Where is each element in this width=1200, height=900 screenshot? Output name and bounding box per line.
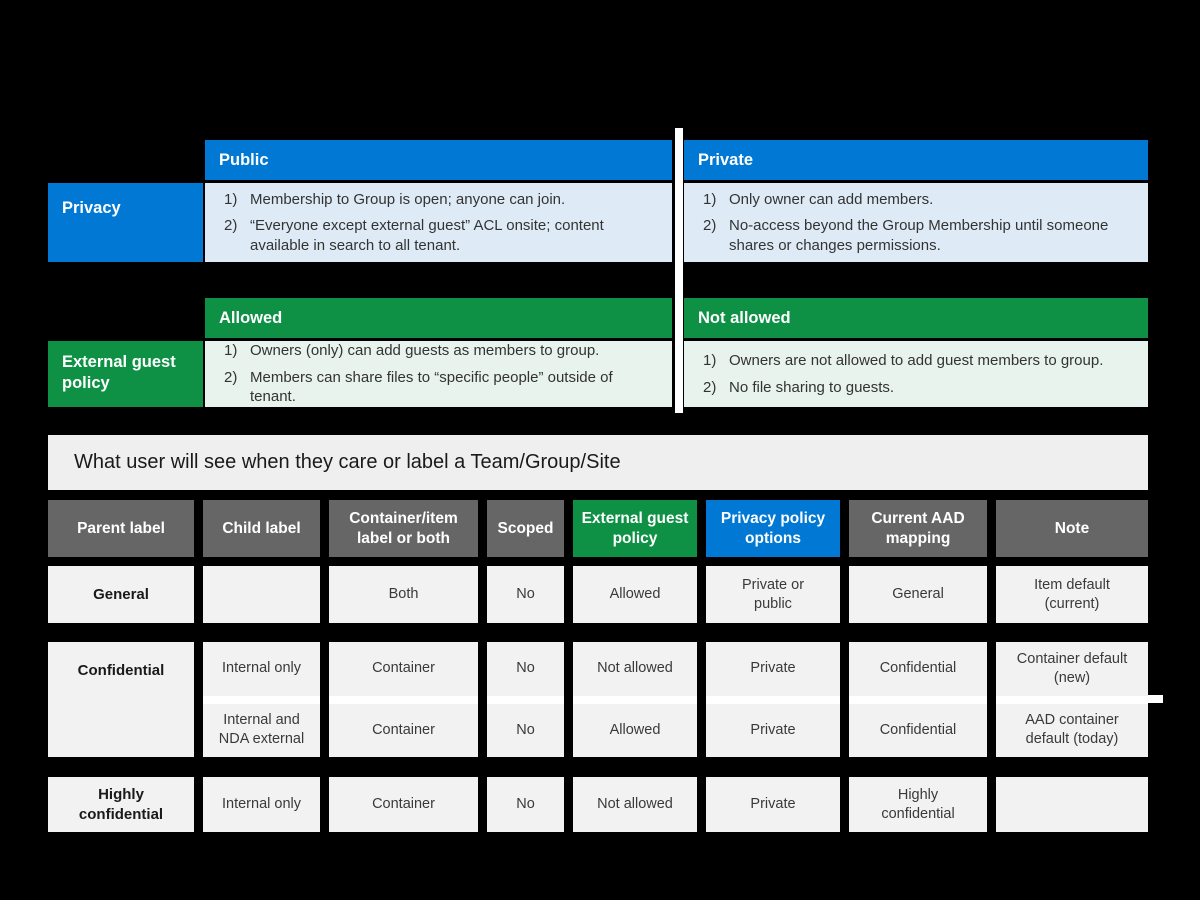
list-item: 2) No-access beyond the Group Membership… <box>698 216 1132 255</box>
list-item: 2) “Everyone except external guest” ACL … <box>219 216 656 255</box>
cell-privacy-policy-options: Private or public <box>706 566 840 623</box>
cell-stack-current-aad-mapping: Confidential Confidential <box>849 642 987 757</box>
list-item-marker: 1) <box>703 352 717 369</box>
cell-child-label <box>203 566 320 623</box>
column-header-parent-label: Parent label <box>48 500 194 557</box>
cell-note: Item default (current) <box>996 566 1148 623</box>
column-header-external-guest-policy: External guest policy <box>573 500 697 557</box>
cell-external-guest-policy: Not allowed <box>573 642 697 696</box>
cell-privacy-policy-options: Private <box>706 703 840 757</box>
privacy-row-label: Privacy <box>48 183 203 262</box>
cell-child-label: Internal only <box>203 642 320 696</box>
cell-note: Container default (new) <box>996 642 1148 696</box>
cell-parent-label: General <box>48 566 194 623</box>
list-item-marker: 2) <box>224 217 238 235</box>
list-item-marker: 1) <box>224 190 238 208</box>
guest-policy-row-label: External guest policy <box>48 341 203 407</box>
list-item: 2) No file sharing to guests. <box>698 378 1132 398</box>
list-item-text: No file sharing to guests. <box>729 378 895 396</box>
cell-parent-label: Confidential <box>48 642 194 757</box>
cell-stack-note: Container default (new) AAD container de… <box>996 642 1148 757</box>
public-column-header: Public <box>205 140 672 180</box>
cell-external-guest-policy: Allowed <box>573 703 697 757</box>
list-item-text: Only owner can add members. <box>729 190 934 208</box>
column-header-scoped: Scoped <box>487 500 564 557</box>
cell-external-guest-policy: Allowed <box>573 566 697 623</box>
cell-container-item: Both <box>329 566 478 623</box>
list-item: 1) Owners are not allowed to add guest m… <box>698 351 1132 371</box>
allowed-column-body: 1) Owners (only) can add guests as membe… <box>205 341 672 407</box>
cell-privacy-policy-options: Private <box>706 777 840 832</box>
cell-current-aad-mapping: General <box>849 566 987 623</box>
column-header-container-item: Container/item label or both <box>329 500 478 557</box>
table-row-confidential: Confidential Internal only Internal and … <box>48 642 1148 757</box>
cell-container-item: Container <box>329 642 478 696</box>
list-item-marker: 2) <box>703 217 717 235</box>
private-column-body: 1) Only owner can add members. 2) No-acc… <box>684 183 1148 262</box>
cell-scoped: No <box>487 566 564 623</box>
cell-stack-privacy-policy-options: Private Private <box>706 642 840 757</box>
cell-container-item: Container <box>329 703 478 757</box>
cell-external-guest-policy: Not allowed <box>573 777 697 832</box>
column-header-current-aad-mapping: Current AAD mapping <box>849 500 987 557</box>
private-column-header: Private <box>684 140 1148 180</box>
cell-privacy-policy-options: Private <box>706 642 840 696</box>
cell-scoped: No <box>487 703 564 757</box>
list-item-text: Membership to Group is open; anyone can … <box>250 190 566 208</box>
list-item-text: “Everyone except external guest” ACL ons… <box>250 217 604 254</box>
list-item-text: No-access beyond the Group Membership un… <box>729 217 1109 254</box>
list-item-text: Members can share files to “specific peo… <box>250 368 613 406</box>
list-item-marker: 2) <box>224 368 238 386</box>
cell-note <box>996 777 1148 832</box>
table-row-highly-confidential: Highly confidential Internal only Contai… <box>48 777 1148 832</box>
cell-current-aad-mapping: Confidential <box>849 642 987 696</box>
column-header-privacy-policy-options: Privacy policy options <box>706 500 840 557</box>
table-header-row: Parent label Child label Container/item … <box>48 500 1148 557</box>
column-header-note: Note <box>996 500 1148 557</box>
cell-stack-external-guest-policy: Not allowed Allowed <box>573 642 697 757</box>
list-item: 1) Only owner can add members. <box>698 190 1132 210</box>
list-item-marker: 1) <box>703 190 717 208</box>
cell-stack-scoped: No No <box>487 642 564 757</box>
vertical-divider <box>675 128 683 413</box>
table-row-general: General Both No Allowed Private or publi… <box>48 566 1148 623</box>
table-title: What user will see when they care or lab… <box>48 435 1148 490</box>
cell-note: AAD container default (today) <box>996 703 1148 757</box>
cell-scoped: No <box>487 642 564 696</box>
list-item-marker: 2) <box>703 378 717 396</box>
cell-stack-child-label: Internal only Internal and NDA external <box>203 642 320 757</box>
cell-parent-label: Highly confidential <box>48 777 194 832</box>
cell-child-label: Internal and NDA external <box>203 703 320 757</box>
cell-stack-container-item: Container Container <box>329 642 478 757</box>
allowed-column-header: Allowed <box>205 298 672 338</box>
list-item: 2) Members can share files to “specific … <box>219 368 656 407</box>
cell-current-aad-mapping: Highly confidential <box>849 777 987 832</box>
cell-container-item: Container <box>329 777 478 832</box>
cell-scoped: No <box>487 777 564 832</box>
list-item-text: Owners are not allowed to add guest memb… <box>729 352 1104 369</box>
column-header-child-label: Child label <box>203 500 320 557</box>
list-item: 1) Membership to Group is open; anyone c… <box>219 190 656 210</box>
cell-child-label: Internal only <box>203 777 320 832</box>
list-item-text: Owners (only) can add guests as members … <box>250 342 600 360</box>
not-allowed-column-header: Not allowed <box>684 298 1148 338</box>
row-divider-tick <box>1148 695 1163 703</box>
public-column-body: 1) Membership to Group is open; anyone c… <box>205 183 672 262</box>
not-allowed-column-body: 1) Owners are not allowed to add guest m… <box>684 341 1148 407</box>
list-item: 1) Owners (only) can add guests as membe… <box>219 341 656 361</box>
list-item-marker: 1) <box>224 342 238 360</box>
cell-current-aad-mapping: Confidential <box>849 703 987 757</box>
